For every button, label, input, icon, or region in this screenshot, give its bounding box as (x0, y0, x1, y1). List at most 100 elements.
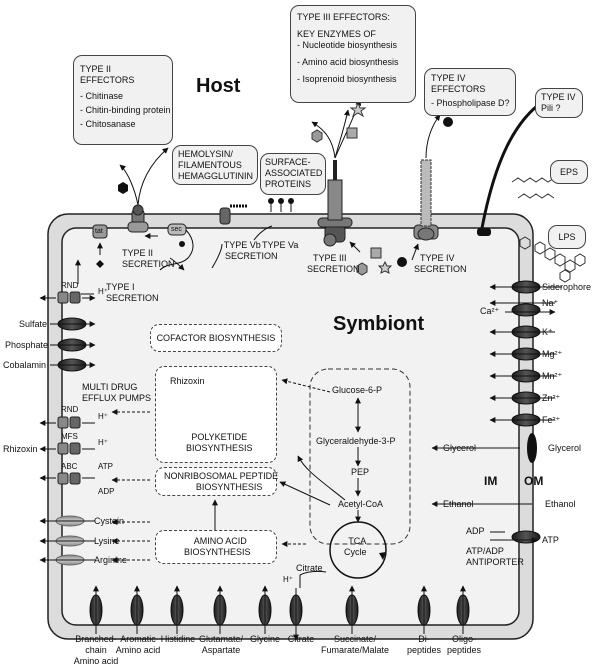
antiporter-line: ANTIPORTER (466, 557, 524, 567)
symbiont-label: Symbiont (333, 313, 425, 335)
type4-pili-box: TYPE IV Pili ? (535, 88, 583, 118)
type2-line: TYPE II (122, 248, 154, 258)
lps-label: LPS (558, 232, 576, 242)
bottom-line: peptides (446, 645, 482, 655)
sulfate-label: Sulfate (19, 319, 48, 329)
rhizoxin-export-label: Rhizoxin (3, 444, 38, 454)
phosphate-label: Phosphate (5, 340, 49, 350)
g3p-label: Glyceraldehyde-3-P (316, 436, 396, 446)
polyketide-line: BIOSYNTHESIS (186, 443, 253, 453)
bottom-line: Aromatic (120, 634, 156, 644)
bottom-transporters (89, 570, 470, 641)
type2-effector-item: - Chitin-binding protein (80, 105, 171, 115)
glycerol-outer-label: Glycerol (548, 443, 582, 453)
host-label: Host (196, 75, 241, 97)
mn-label: Mn²⁺ (542, 371, 563, 381)
bottom-label-branched: Branched- chain Amino acid (66, 634, 126, 667)
bottom-line: Histidine (160, 634, 196, 644)
arginine-label: Arginine (94, 555, 128, 565)
type4-effectors-title: TYPE IV (431, 73, 466, 83)
type4-effectors-box: TYPE IV EFFECTORS - Phospholipase D? (424, 68, 516, 116)
type2-secretion-label: TYPE II SECRETION (122, 248, 175, 270)
type4-pili-line2: Pili ? (541, 103, 561, 113)
lps-box: LPS (548, 225, 586, 249)
type3-effector-item: - Amino acid biosynthesis (297, 57, 399, 67)
amino-acid-label: AMINO ACID BIOSYNTHESIS (184, 536, 251, 558)
nrps-label: NONRIBOSOMAL PEPTIDE BIOSYNTHESIS (164, 471, 278, 493)
eps-label: EPS (559, 167, 578, 177)
zn-label: Zn²⁺ (542, 393, 561, 403)
type2-effectors-title: TYPE II (80, 64, 112, 74)
bottom-label-histidine: Histidine (150, 634, 206, 645)
bottom-line: Fumarate/Malate (320, 645, 390, 655)
surface-proteins-box: SURFACE- ASSOCIATED PROTEINS (260, 153, 326, 195)
nrps-line: NONRIBOSOMAL PEPTIDE (164, 471, 279, 481)
type3-effectors-subtitle: KEY ENZYMES OF (297, 29, 376, 39)
nrps-box: NONRIBOSOMAL PEPTIDE BIOSYNTHESIS (155, 467, 278, 496)
na-label: Na⁺ (542, 298, 559, 308)
mfs-label: MFS (61, 432, 78, 441)
rnd-top-label: RND (61, 281, 79, 290)
amino-acid-line: BIOSYNTHESIS (184, 547, 251, 557)
mdr-label: MULTI DRUG EFFLUX PUMPS (82, 382, 151, 404)
type4-secretion-label: TYPE IV SECRETION (414, 253, 467, 275)
bottom-line: Aspartate (201, 645, 241, 655)
amino-acid-line: AMINO ACID (193, 536, 247, 546)
adp-label-left: ADP (98, 487, 115, 496)
cofactor-biosynthesis-label: COFACTOR BIOSYNTHESIS (156, 333, 276, 343)
mdr-line: MULTI DRUG (82, 382, 138, 392)
bottom-label-oligopeptides: Oligo- peptides (440, 634, 488, 656)
ethanol-inner-label: Ethanol (443, 499, 474, 509)
type5a-secretion-label: TYPE Va (262, 240, 299, 250)
h-plus-label-rnd: H⁺ (98, 412, 108, 421)
polyketide-line: POLYKETIDE (191, 432, 248, 442)
bottom-line: Citrate (287, 634, 315, 644)
tat-label: tat (95, 228, 103, 235)
type3-secretion-label: TYPE III SECRETION (307, 253, 360, 275)
type5b-line: SECRETION (225, 251, 278, 261)
cobalamin-label: Cobalamin (3, 360, 47, 370)
type2-line: SECRETION (122, 259, 175, 269)
type5b-secretion-label: TYPE Vb SECRETION (207, 240, 278, 262)
citrate-h-plus-label: H⁺ (283, 575, 293, 584)
type3-line: TYPE III (313, 253, 347, 263)
mg-label: Mg²⁺ (542, 349, 563, 359)
eps-box: EPS (550, 160, 588, 184)
h-plus-label-mfs: H⁺ (98, 438, 108, 447)
bottom-line: Succinate/ (333, 634, 377, 644)
antiporter-line: ATP/ADP (466, 546, 504, 556)
type4-line: TYPE IV (420, 253, 455, 263)
atp-label-right: ATP (542, 535, 559, 545)
tca-line: TCA (348, 536, 367, 546)
type3-effectors-box: TYPE III EFFECTORS: KEY ENZYMES OF - Nuc… (290, 5, 416, 103)
antiporter-label: ATP/ADP ANTIPORTER (466, 546, 524, 568)
adp-label-right: ADP (466, 526, 485, 536)
ca-label: Ca²⁺ (480, 306, 500, 316)
bottom-line: Glycine (249, 634, 280, 644)
type3-effector-item: - Nucleotide biosynthesis (297, 40, 398, 50)
type2-effector-item: - Chitosanase (80, 119, 136, 129)
ethanol-outer-label: Ethanol (545, 499, 576, 509)
glucose-6-p-label: Glucose-6-P (332, 385, 383, 395)
bottom-label-citrate: Citrate (281, 634, 321, 645)
tca-line: Cycle (344, 547, 367, 557)
bottom-label-dipeptides: Di- peptides (400, 634, 448, 656)
surface-proteins-line: ASSOCIATED (265, 168, 323, 178)
tca-label: TCA Cycle (344, 536, 367, 558)
surface-proteins-line: PROTEINS (265, 179, 312, 189)
cofactor-biosynthesis-box: COFACTOR BIOSYNTHESIS (150, 324, 282, 352)
k-label: K⁺ (542, 327, 553, 337)
fe-label: Fe²⁺ (542, 415, 561, 425)
sec-label: sec (171, 226, 182, 233)
right-transporters (431, 280, 562, 544)
polyketide-label: POLYKETIDE BIOSYNTHESIS (186, 432, 253, 454)
bottom-label-glycine: Glycine (245, 634, 285, 645)
type5b-line: TYPE Vb (223, 240, 261, 250)
polyketide-box: Rhizoxin POLYKETIDE BIOSYNTHESIS (155, 366, 277, 463)
hemolysin-line: HEMOLYSIN/ (178, 149, 233, 159)
type3-effectors-title: TYPE III EFFECTORS: (297, 12, 390, 22)
type4-line: SECRETION (414, 264, 467, 274)
cystein-label: Cystein (94, 516, 125, 526)
type2-effectors-subtitle: EFFECTORS (80, 75, 135, 85)
